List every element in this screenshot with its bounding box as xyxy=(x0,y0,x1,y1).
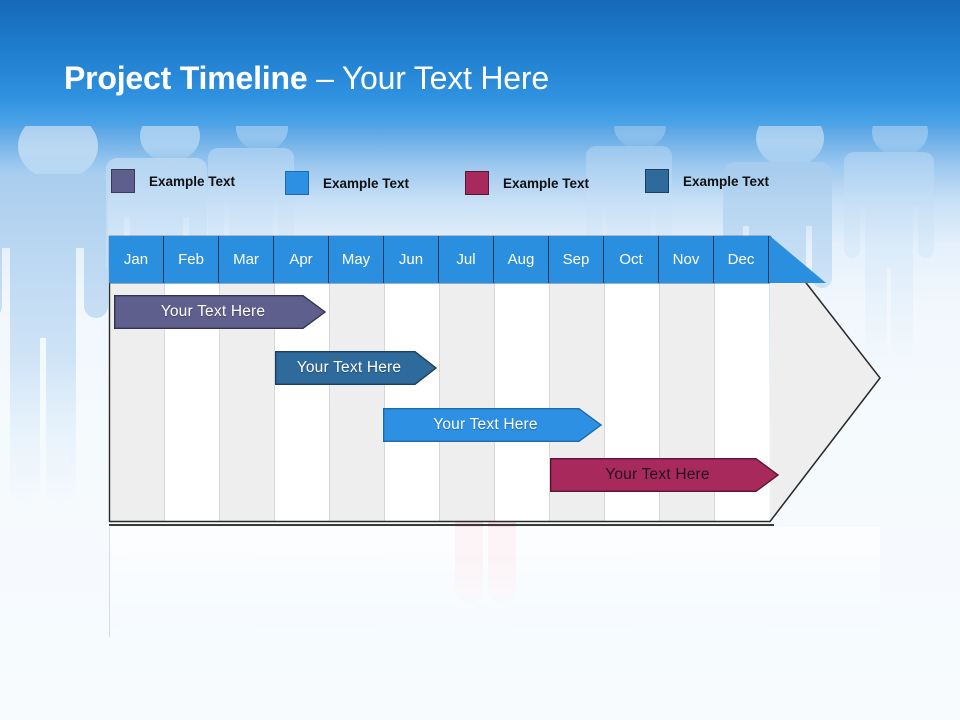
legend-swatch-icon-2 xyxy=(285,171,309,195)
legend-label-1: Example Text xyxy=(149,173,236,189)
timeline-column-jul xyxy=(439,236,494,522)
timeline-arrow-outline xyxy=(108,235,881,523)
legend-item-1[interactable]: Example Text xyxy=(111,169,235,193)
legend-item-4[interactable]: Example Text xyxy=(645,169,769,193)
month-header-jul[interactable]: Jul xyxy=(439,236,494,283)
legend-swatch-icon-3 xyxy=(465,171,489,195)
timeline-chart: Jan Feb Mar Apr May Jun Jul Aug Sep Oct … xyxy=(108,235,881,526)
legend: Example Text Example Text Example Text E… xyxy=(0,0,960,220)
timeline-baseline xyxy=(109,524,774,526)
month-header-jun[interactable]: Jun xyxy=(384,236,439,283)
timeline-column-feb xyxy=(164,236,219,522)
month-header-sep[interactable]: Sep xyxy=(549,236,604,283)
grid-line xyxy=(549,283,550,522)
grid-line xyxy=(494,283,495,522)
month-header-mar[interactable]: Mar xyxy=(219,236,274,283)
month-header-jan[interactable]: Jan xyxy=(109,236,164,283)
timeline-column-mar xyxy=(219,236,274,522)
legend-item-2[interactable]: Example Text xyxy=(285,171,409,195)
task-bar-2-label: Your Text Here xyxy=(296,359,402,376)
grid-line xyxy=(714,283,715,522)
legend-label-2: Example Text xyxy=(323,175,410,191)
month-header-oct[interactable]: Oct xyxy=(604,236,659,283)
grid-line xyxy=(164,283,165,522)
legend-label-3: Example Text xyxy=(503,175,590,191)
grid-line xyxy=(219,283,220,522)
month-header-may[interactable]: May xyxy=(329,236,384,283)
grid-line xyxy=(274,283,275,522)
month-header-nov[interactable]: Nov xyxy=(659,236,714,283)
legend-item-3[interactable]: Example Text xyxy=(465,171,589,195)
grid-line xyxy=(384,283,385,522)
timeline-column-aug xyxy=(494,236,549,522)
month-header-dec[interactable]: Dec xyxy=(714,236,769,283)
legend-swatch-icon-4 xyxy=(645,169,669,193)
task-bar-3[interactable]: Your Text Here xyxy=(383,408,603,442)
task-bar-1[interactable]: Your Text Here xyxy=(114,295,327,329)
page-title-rest: – Your Text Here xyxy=(307,60,549,96)
month-header-apr[interactable]: Apr xyxy=(274,236,329,283)
task-bar-4-label: Your Text Here xyxy=(605,466,710,483)
legend-label-4: Example Text xyxy=(683,173,770,189)
grid-line xyxy=(439,283,440,522)
page-title-bold: Project Timeline xyxy=(64,60,308,96)
title-header-band xyxy=(0,0,960,126)
task-bar-1-label: Your Text Here xyxy=(160,303,266,320)
task-bar-2[interactable]: Your Text Here xyxy=(275,351,438,385)
grid-line xyxy=(329,283,330,522)
legend-swatch-icon-1 xyxy=(111,169,135,193)
month-header-feb[interactable]: Feb xyxy=(164,236,219,283)
grid-line xyxy=(604,283,605,522)
month-header-aug[interactable]: Aug xyxy=(494,236,549,283)
page-title: Project Timeline – Your Text Here xyxy=(64,60,549,97)
timeline-reflection xyxy=(109,527,880,637)
grid-line xyxy=(659,283,660,522)
task-bar-4[interactable]: Your Text Here xyxy=(550,458,780,492)
timeline-column-jan xyxy=(109,236,164,522)
task-bar-3-label: Your Text Here xyxy=(433,416,538,433)
